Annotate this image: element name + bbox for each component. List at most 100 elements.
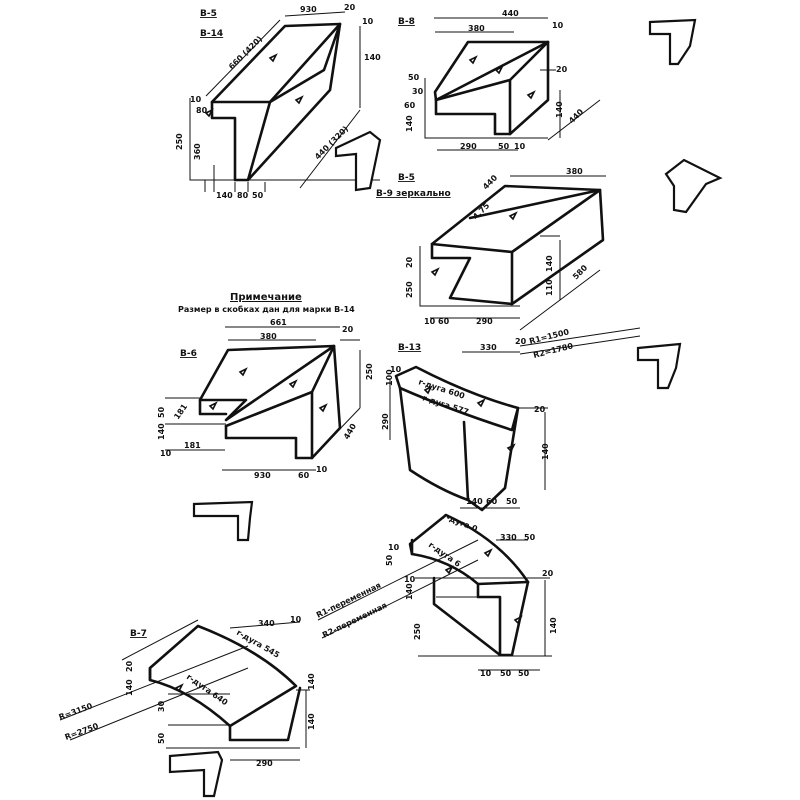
- profile-icon: [168, 750, 224, 798]
- dim-label: 290: [460, 142, 477, 151]
- dim-label: 60: [298, 471, 310, 480]
- dim-label: 140: [216, 191, 233, 200]
- dim-label: R2=1780: [532, 341, 574, 360]
- dim-label: 50: [524, 533, 536, 542]
- dim-label: 10: [552, 21, 564, 30]
- dim-label: 360: [193, 143, 202, 160]
- dim-label: 20: [515, 337, 527, 346]
- dim-label: 50: [518, 669, 530, 678]
- block-b6-title: В-6: [180, 349, 197, 359]
- note: Примечание Размер в скобках дан для марк…: [178, 292, 355, 314]
- profile-icons: [168, 18, 723, 798]
- dim-label: 10: [362, 17, 374, 26]
- dim-label: R=3150: [58, 701, 94, 722]
- note-title: Примечание: [230, 292, 302, 303]
- block-b9-subtitle: В-9 зеркально: [376, 189, 451, 199]
- dim-label: 50: [408, 73, 420, 82]
- block-b13: В-13 330 20 R1=1500 R2=1780 10 100 r-дуг…: [381, 327, 641, 512]
- block-b7: В-7 340 10 r-дуга 545 r-дуга 640 20 140 …: [58, 615, 316, 768]
- dim-label: 10: [514, 142, 526, 151]
- dim-label: 380: [260, 332, 277, 341]
- dim-label: 30: [157, 700, 166, 712]
- dim-label: 50: [498, 142, 510, 151]
- block-b8: В-8 440 380 10 20 50 30 60 140 140 290 5…: [398, 9, 601, 151]
- dim-label: R=2750: [64, 721, 100, 742]
- dim-label: 140: [405, 583, 414, 600]
- dim-label: 20: [405, 256, 414, 268]
- dim-label: 290: [476, 317, 493, 326]
- dim-label: 661: [270, 318, 287, 327]
- dim-label: 50: [385, 554, 394, 566]
- dim-label: 930: [254, 471, 271, 480]
- block-b7-title: В-7: [130, 629, 147, 639]
- dim-label: 30: [412, 87, 424, 96]
- dim-label: 380: [468, 24, 485, 33]
- dim-label: 20: [556, 65, 568, 74]
- profile-icon: [636, 342, 682, 390]
- dim-label: 440: [481, 173, 499, 191]
- dim-label: 60: [486, 497, 498, 506]
- dim-label: 181: [172, 402, 189, 421]
- dim-label: 250: [175, 133, 184, 150]
- dim-label: 250: [413, 623, 422, 640]
- dim-label: 10: [190, 95, 202, 104]
- dim-label: 110: [545, 279, 554, 296]
- dim-label: 10: [388, 543, 400, 552]
- dim-label: 330: [480, 343, 497, 352]
- dim-label: 440: [567, 107, 585, 125]
- dim-label: 50: [500, 669, 512, 678]
- dim-label: 181: [184, 441, 201, 450]
- dim-label: 50: [506, 497, 518, 506]
- block-b6: В-6 661 380 20 250 50 181 140 181 10 930…: [157, 318, 374, 480]
- dim-label: 10: [480, 669, 492, 678]
- dim-label: 10: [160, 449, 172, 458]
- dim-label: 140: [157, 423, 166, 440]
- dim-label: 60: [404, 101, 416, 110]
- dim-label: 140: [307, 713, 316, 730]
- dim-label: 10: [424, 317, 436, 326]
- block-b5-title: В-5: [200, 9, 217, 19]
- dim-label: 20: [534, 405, 546, 414]
- dim-label: 140: [364, 53, 381, 62]
- profile-icon: [648, 18, 697, 66]
- dim-label: r-дуга 0: [441, 512, 479, 534]
- dim-label: r-дуга 6: [427, 540, 463, 569]
- dim-label: 60: [438, 317, 450, 326]
- dim-label: 440: [502, 9, 519, 18]
- dim-label: 140: [405, 115, 414, 132]
- dim-label: 80: [237, 191, 249, 200]
- dim-label: 4,75: [471, 201, 492, 222]
- dim-label: 140: [555, 101, 564, 118]
- dim-label: 50: [252, 191, 264, 200]
- dim-label: 380: [566, 167, 583, 176]
- dim-label: 250: [405, 281, 414, 298]
- profile-icon: [334, 130, 382, 192]
- block-b9-title: В-5: [398, 173, 415, 183]
- dim-label: 290: [381, 413, 390, 430]
- profile-icon: [664, 158, 723, 214]
- dim-label: 10: [316, 465, 328, 474]
- dim-label: 50: [157, 732, 166, 744]
- dim-label: 10: [290, 615, 302, 624]
- dim-label: 140: [466, 497, 483, 506]
- dim-label: 10: [390, 365, 402, 374]
- dim-label: 10: [404, 575, 416, 584]
- block-b8-title: В-8: [398, 17, 415, 27]
- block-b13-title: В-13: [398, 343, 421, 353]
- dim-label: 20: [344, 3, 356, 12]
- dim-label: 140: [549, 617, 558, 634]
- dim-label: 20: [125, 660, 134, 672]
- dim-label: 140: [307, 673, 316, 690]
- dim-label: 140: [541, 443, 550, 460]
- profile-icon: [192, 500, 254, 542]
- dim-label: 930: [300, 5, 317, 14]
- dim-label: 20: [342, 325, 354, 334]
- dim-label: r-дуга 640: [185, 672, 230, 707]
- block-b5-subtitle: В-14: [200, 29, 223, 39]
- block-b10: r-дуга 0 330 50 r-дуга 6 10 50 10 20 140…: [315, 512, 558, 678]
- dim-label: 340: [258, 619, 275, 628]
- dim-label: 100: [385, 369, 394, 386]
- dim-label: 290: [256, 759, 273, 768]
